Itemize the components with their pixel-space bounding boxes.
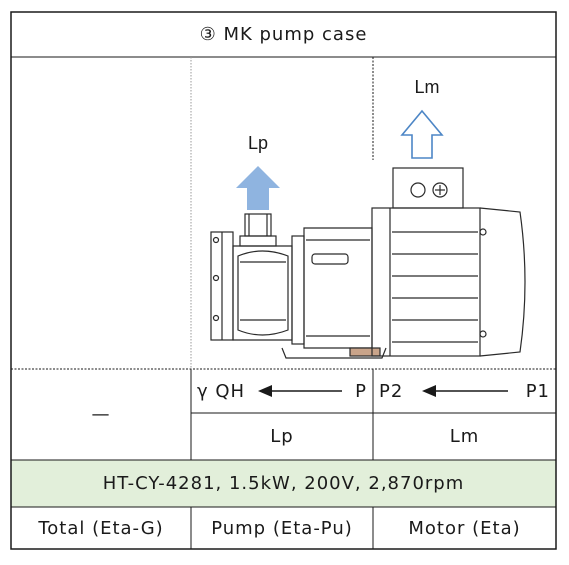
motor-loss-label: Lm: [449, 426, 480, 447]
pump-loss-label: Lp: [270, 426, 294, 447]
pump-input-label: P: [355, 380, 367, 402]
motor-flow-cell: P2 P1: [373, 369, 556, 413]
page-title: ③ MK pump case: [199, 24, 368, 45]
lp-arrow-icon: [236, 166, 280, 210]
pump-flow-arrow-icon: [258, 385, 343, 397]
spec-row-background: [11, 460, 556, 507]
motor-input-label: P1: [525, 380, 550, 402]
lp-label: Lp: [247, 132, 269, 153]
motor-output-label: P2: [379, 380, 404, 402]
motor-efficiency-label: Motor (Eta): [408, 517, 521, 539]
pump-flow-cell: γ QH P: [191, 369, 373, 413]
table-border: [10, 11, 557, 550]
spec-text: HT-CY-4281, 1.5kW, 200V, 2,870rpm: [102, 473, 465, 494]
lm-arrow-icon: [400, 109, 444, 159]
pump-output-label: γ QH: [197, 380, 246, 402]
total-efficiency-label: Total (Eta-G): [38, 517, 164, 539]
total-cell-dash: —: [91, 404, 111, 425]
pump-drawing: [210, 167, 526, 359]
motor-flow-arrow-icon: [421, 385, 508, 397]
lm-label: Lm: [414, 76, 440, 97]
pump-efficiency-label: Pump (Eta-Pu): [211, 517, 353, 539]
